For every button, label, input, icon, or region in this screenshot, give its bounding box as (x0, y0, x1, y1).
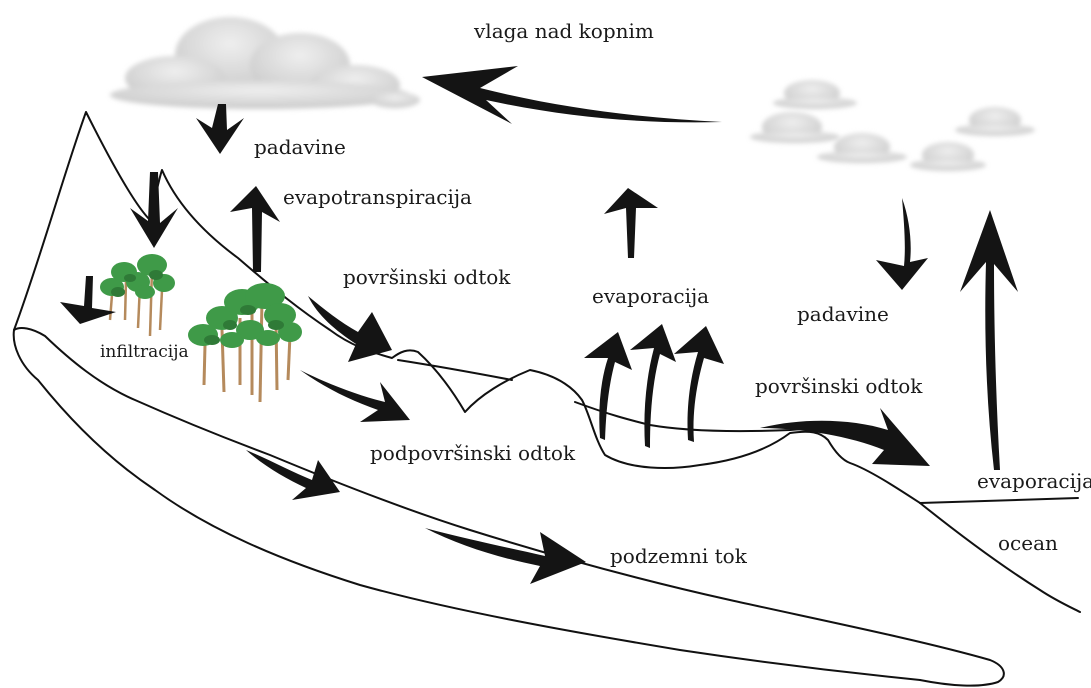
cloud-small-4 (955, 107, 1035, 136)
evaporation-arrow-middle (630, 324, 676, 448)
evapotranspiration-arrow (230, 186, 280, 272)
precipitation-arrow-cloud (196, 104, 244, 154)
cloud-small-2 (750, 112, 840, 143)
precipitation-arrow-ocean (876, 198, 928, 290)
label-surface-runoff-upper: površinski odtok (343, 265, 511, 289)
label-surface-runoff-lower: površinski odtok (755, 374, 923, 398)
subsurface-runoff-arrow (300, 370, 410, 422)
label-precipitation-ocean: padavine (797, 302, 889, 326)
label-evapotranspiration: evapotranspiracija (283, 185, 472, 209)
moisture-transport-arrow (422, 66, 722, 124)
groundwater-arrow-upper (246, 450, 340, 500)
label-ocean: ocean (998, 531, 1058, 555)
cloud-small-5 (910, 142, 986, 171)
label-moisture-over-land: vlaga nad kopnim (473, 19, 654, 43)
ocean-surface-line (920, 498, 1078, 503)
evaporation-arrow-ocean (960, 210, 1018, 470)
evaporation-arrow-right (674, 326, 724, 442)
label-evaporation-land: evaporacija (592, 284, 709, 308)
tree-cluster-small (100, 254, 175, 336)
surface-water-line (398, 360, 512, 380)
evaporation-arrow-upper (604, 188, 658, 258)
label-precipitation-land: padavine (254, 135, 346, 159)
label-subsurface-runoff: podpovršinski odtok (370, 441, 576, 465)
label-evaporation-ocean: evaporacija (977, 469, 1091, 493)
surface-runoff-arrow-upper (308, 296, 392, 362)
cloud-large (110, 17, 420, 109)
tree-cluster-large (188, 283, 302, 402)
cloud-small-1 (773, 80, 857, 109)
label-groundwater-flow: podzemni tok (610, 544, 748, 568)
label-infiltration: infiltracija (100, 342, 189, 362)
seabed-line (920, 503, 1080, 612)
groundwater-arrow-lower (425, 528, 586, 584)
precipitation-arrow-peak (130, 172, 178, 248)
